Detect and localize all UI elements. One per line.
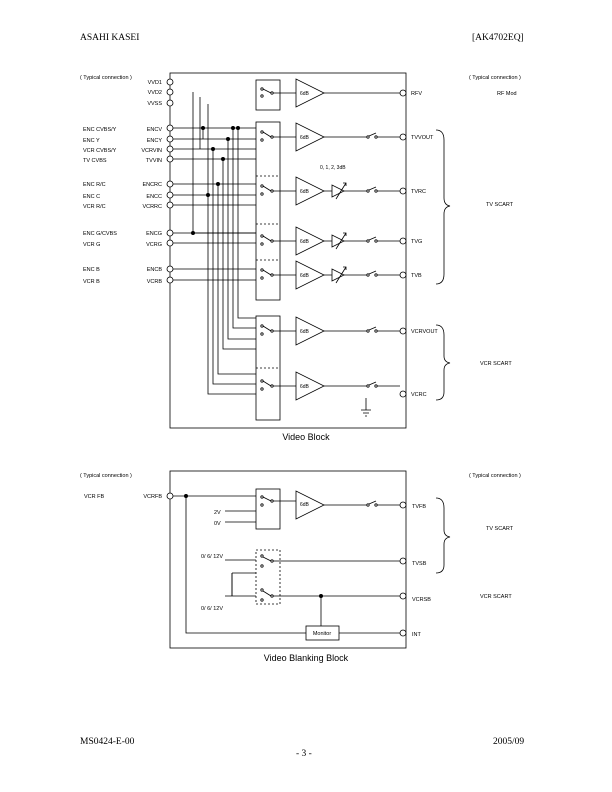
ref-2v: 2V [214,510,221,516]
pin-tvrc: TVRC [411,189,426,195]
pin-encb: ENCB [147,267,163,273]
sig-enc-cvbs-y: ENC CVBS/Y [83,127,117,133]
mux-fb [255,488,281,530]
footer-page: - 3 - [296,749,312,759]
pin-circle [166,78,174,86]
blanking-block: ( Typical connection ) ( Typical connect… [80,470,521,663]
pin-tvsb: TVSB [412,561,427,567]
bb-typical-left: ( Typical connection ) [80,473,132,479]
brace-tv-scart [435,129,451,285]
gain-6db: 6dB [300,189,310,195]
header-part-number: [AK4702EQ] [472,33,524,43]
pin-vcrg: VCRG [146,242,162,248]
sig-vcr-rc: VCR R/C [83,204,106,210]
pin-int: INT [412,632,422,638]
gain-6db: 6dB [300,502,310,508]
header-company: ASAHI KASEI [80,33,140,43]
label-tv-scart-2: TV SCART [486,526,514,532]
pin-vcrvout: VCRVOUT [411,329,438,335]
blanking-block-title: Video Blanking Block [264,653,349,663]
pin-vcrsb: VCRSB [412,597,431,603]
label-tv-scart: TV SCART [486,202,514,208]
pin-tvb: TVB [411,273,422,279]
label-vcr-scart-2: VCR SCART [480,594,512,600]
level-bottom: 0/ 6/ 12V [201,606,223,612]
pin-vcrvin: VCRVIN [141,148,162,154]
brace-vcr-scart [435,324,451,401]
vb-typical-left: ( Typical connection ) [80,75,132,81]
pin-encv: ENCV [147,127,163,133]
brace-tv-scart-2 [435,497,451,574]
sig-tv-cvbs: TV CVBS [83,158,107,164]
pin-vcrfb: VCRFB [143,494,162,500]
pin-vvd1: VVD1 [148,80,162,86]
mux-tv [255,121,281,301]
gain-6db: 6dB [300,239,310,245]
video-block: ( Typical connection ) ( Typical connect… [80,72,521,442]
pin-tvfb: TVFB [412,504,426,510]
pin-encc: ENCC [146,194,162,200]
ref-0v: 0V [214,521,221,527]
amplifier-group [295,78,325,401]
sig-enc-b: ENC B [83,267,100,273]
gain-6db: 6dB [300,329,310,335]
sig-enc-rc: ENC R/C [83,182,106,188]
trim-label: 0, 1, 2, 3dB [320,165,346,171]
sig-vcr-cvbs-y: VCR CVBS/Y [83,148,117,154]
label-vcr-scart: VCR SCART [480,361,512,367]
gain-6db: 6dB [300,273,310,279]
footer-doc-id: MS0424-E-00 [80,737,135,747]
pin-encg: ENCG [146,231,162,237]
sig-enc-g-cvbs: ENC G/CVBS [83,231,117,237]
sig-vcr-b: VCR B [83,279,100,285]
pin-tvvout: TVVOUT [411,135,434,141]
pin-circle [166,88,174,96]
monitor-label: Monitor [313,631,332,637]
pin-rfv: RFV [411,91,422,97]
pin-tvg: TVG [411,239,422,245]
level-top: 0/ 6/ 12V [201,554,223,560]
footer-date: 2005/09 [493,737,525,747]
label-rf-mod: RF Mod [497,91,517,97]
pin-vcrrc: VCRRC [142,204,162,210]
video-block-outline [169,72,407,429]
ground-symbol [361,398,371,417]
sig-vcr-g: VCR G [83,242,100,248]
vb-typical-right: ( Typical connection ) [469,75,521,81]
mux-rfv [255,79,281,111]
gain-6db: 6dB [300,384,310,390]
trim-amp-group [331,182,347,284]
pin-ency: ENCY [147,138,163,144]
sig-vcr-fb: VCR FB [84,494,105,500]
bb-typical-right: ( Typical connection ) [469,473,521,479]
pin-vcrb: VCRB [147,279,163,285]
pin-vcrc: VCRC [411,392,427,398]
mux-sb [255,549,281,605]
pin-encrc: ENCRC [142,182,162,188]
pin-circle [166,99,174,107]
gain-6db: 6dB [300,135,310,141]
pin-circle [166,492,174,500]
video-block-title: Video Block [282,432,330,442]
pin-tvvin: TVVIN [146,158,162,164]
sig-enc-c: ENC C [83,194,100,200]
sig-enc-y: ENC Y [83,138,100,144]
gain-6db: 6dB [300,91,310,97]
pin-vvd2: VVD2 [148,90,162,96]
pin-vvss: VVSS [147,101,162,107]
